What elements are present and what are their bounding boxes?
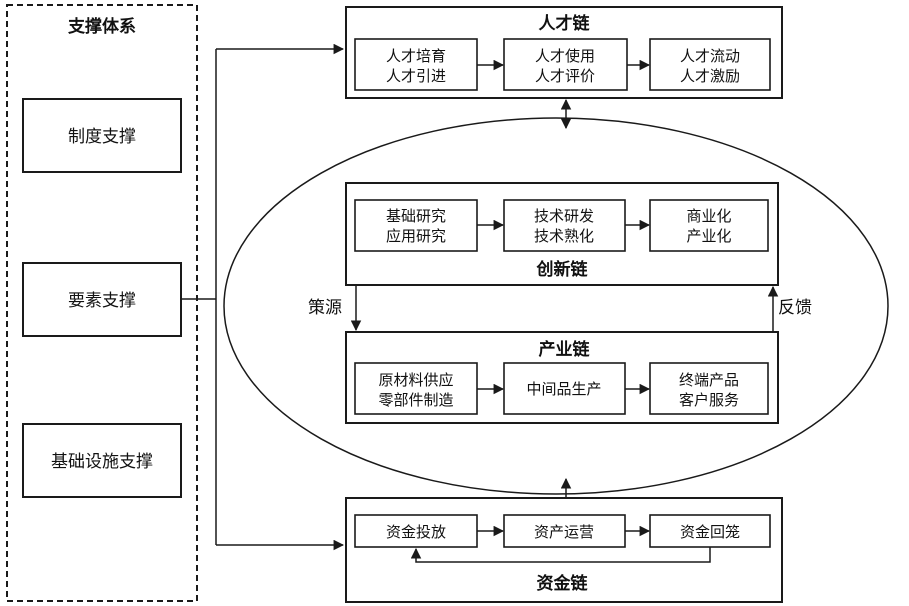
capital-step-2-label: 资产运营: [534, 523, 594, 541]
innovation-step-3: [649, 199, 769, 252]
industry-step-3-line1: 终端产品: [679, 371, 739, 389]
talent-step-1-line2: 人才引进: [386, 67, 446, 85]
capital-chain-title: 资金链: [537, 573, 589, 594]
support-label-factor: 要素支撑: [68, 291, 136, 311]
talent-step-2: [503, 38, 628, 91]
support-box-infrastructure: [22, 423, 182, 498]
industry-step-1: [354, 362, 478, 415]
innovation-step-2-line2: 技术熟化: [534, 227, 594, 245]
talent-step-3: [649, 38, 771, 91]
capital-step-1: [354, 514, 478, 548]
industry-step-3-line2: 客户服务: [679, 391, 739, 409]
feedback-label: 反馈: [778, 298, 812, 318]
talent-step-3-line2: 人才激励: [680, 67, 740, 85]
innovation-step-1-line2: 应用研究: [386, 227, 446, 245]
innovation-step-3-line1: 商业化: [686, 207, 731, 225]
industry-step-1-line1: 原材料供应: [378, 371, 453, 389]
innovation-step-3-line2: 产业化: [686, 227, 731, 245]
capital-return-loop: [410, 547, 711, 563]
industry-step-2: [503, 362, 626, 415]
industry-step-3: [649, 362, 769, 415]
industry-chain-title: 产业链: [539, 339, 591, 360]
support-label-institution: 制度支撑: [68, 127, 136, 147]
capital-step-3-label: 资金回笼: [680, 523, 740, 541]
capital-step-1-label: 资金投放: [386, 523, 446, 541]
talent-step-1-line1: 人才培育: [386, 47, 446, 65]
support-label-infrastructure: 基础设施支撑: [51, 452, 153, 472]
industry-step-1-line2: 零部件制造: [378, 391, 453, 409]
talent-step-2-line1: 人才使用: [535, 47, 595, 65]
support-connector: [181, 49, 217, 545]
talent-chain-title: 人才链: [539, 13, 591, 34]
talent-step-1: [354, 38, 478, 91]
support-system-title: 支撑体系: [68, 16, 136, 37]
support-box-factor: [22, 262, 182, 337]
talent-step-2-line2: 人才评价: [535, 67, 595, 85]
innovation-step-1-line1: 基础研究: [386, 207, 446, 225]
industry-step-2-line1: 中间品生产: [526, 380, 601, 398]
innovation-chain-title: 创新链: [536, 259, 589, 280]
innovation-step-2-line1: 技术研发: [534, 207, 594, 225]
source-label: 策源: [308, 298, 342, 318]
talent-step-3-line1: 人才流动: [680, 47, 740, 65]
support-box-institution: [22, 98, 182, 173]
